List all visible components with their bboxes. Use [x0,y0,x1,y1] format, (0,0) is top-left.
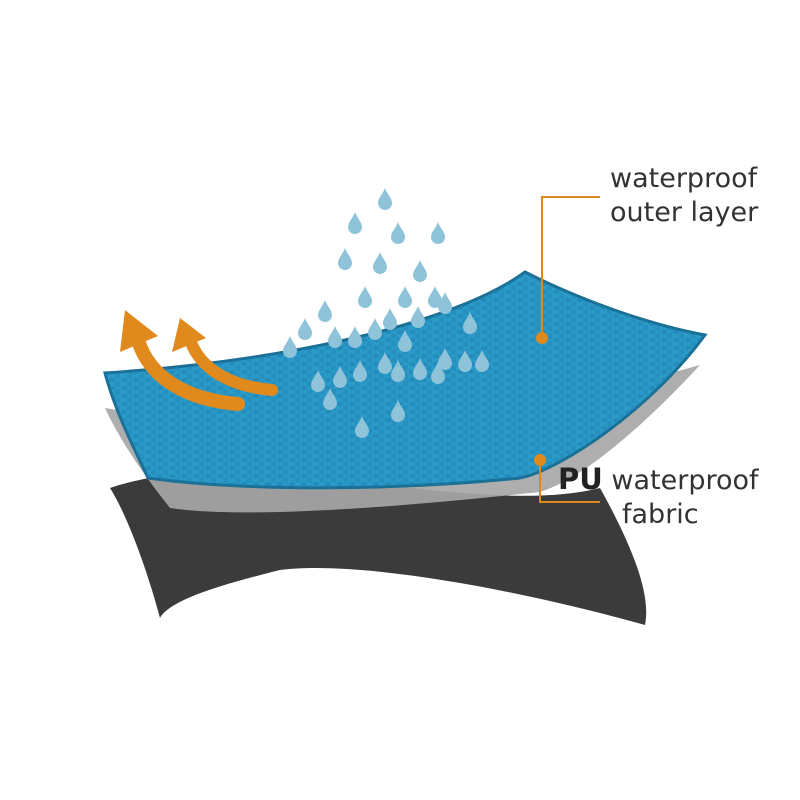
water-drop-icon [398,330,412,352]
water-drop-icon [298,318,312,340]
water-drop-icon [431,362,445,384]
water-drop-icon [368,318,382,340]
pu-fabric-label: PU waterproof fabric [558,462,759,532]
water-drop-icon [353,360,367,382]
water-drop-icon [333,366,347,388]
water-drop-icon [283,336,297,358]
pu-fabric-label-line1: waterproof [611,465,759,496]
arrow-up-icon [120,310,245,411]
water-drop-icon [378,352,392,374]
water-drop-icon [323,388,337,410]
water-drop-icon [373,252,387,274]
outer-layer-label: waterproof outer layer [610,162,758,230]
pu-prefix: PU [558,462,603,496]
water-drop-icon [411,306,425,328]
water-drop-icon [431,222,445,244]
water-drop-icon [348,212,362,234]
water-drop-icon [358,286,372,308]
water-drop-icon [311,370,325,392]
outer-layer-label-line2: outer layer [610,197,759,228]
arrow-up-icon [172,318,278,396]
pu-fabric-leader [534,454,600,503]
water-drop-icon [348,326,362,348]
water-drop-icon [391,360,405,382]
water-drop-icon [383,308,397,330]
water-drop-icon [355,416,369,438]
vapor-arrows [120,310,278,411]
water-drop-icon [391,222,405,244]
outer-layer-label-line1: waterproof [610,163,758,194]
water-drop-icon [338,248,352,270]
water-drop-icon [463,312,477,334]
water-drop-icon [318,300,332,322]
rain-drops [283,188,489,438]
water-drop-icon [398,286,412,308]
water-drop-icon [458,350,472,372]
water-drop-icon [378,188,392,210]
water-drop-icon [391,400,405,422]
water-drop-icon [413,260,427,282]
pu-fabric-label-line2: fabric [622,499,699,530]
water-drop-icon [328,326,342,348]
water-drop-icon [438,292,452,314]
water-drop-icon [428,286,442,308]
water-drop-icon [413,358,427,380]
water-drop-icon [475,350,489,372]
outer-layer-leader [536,196,600,344]
water-drop-icon [438,348,452,370]
